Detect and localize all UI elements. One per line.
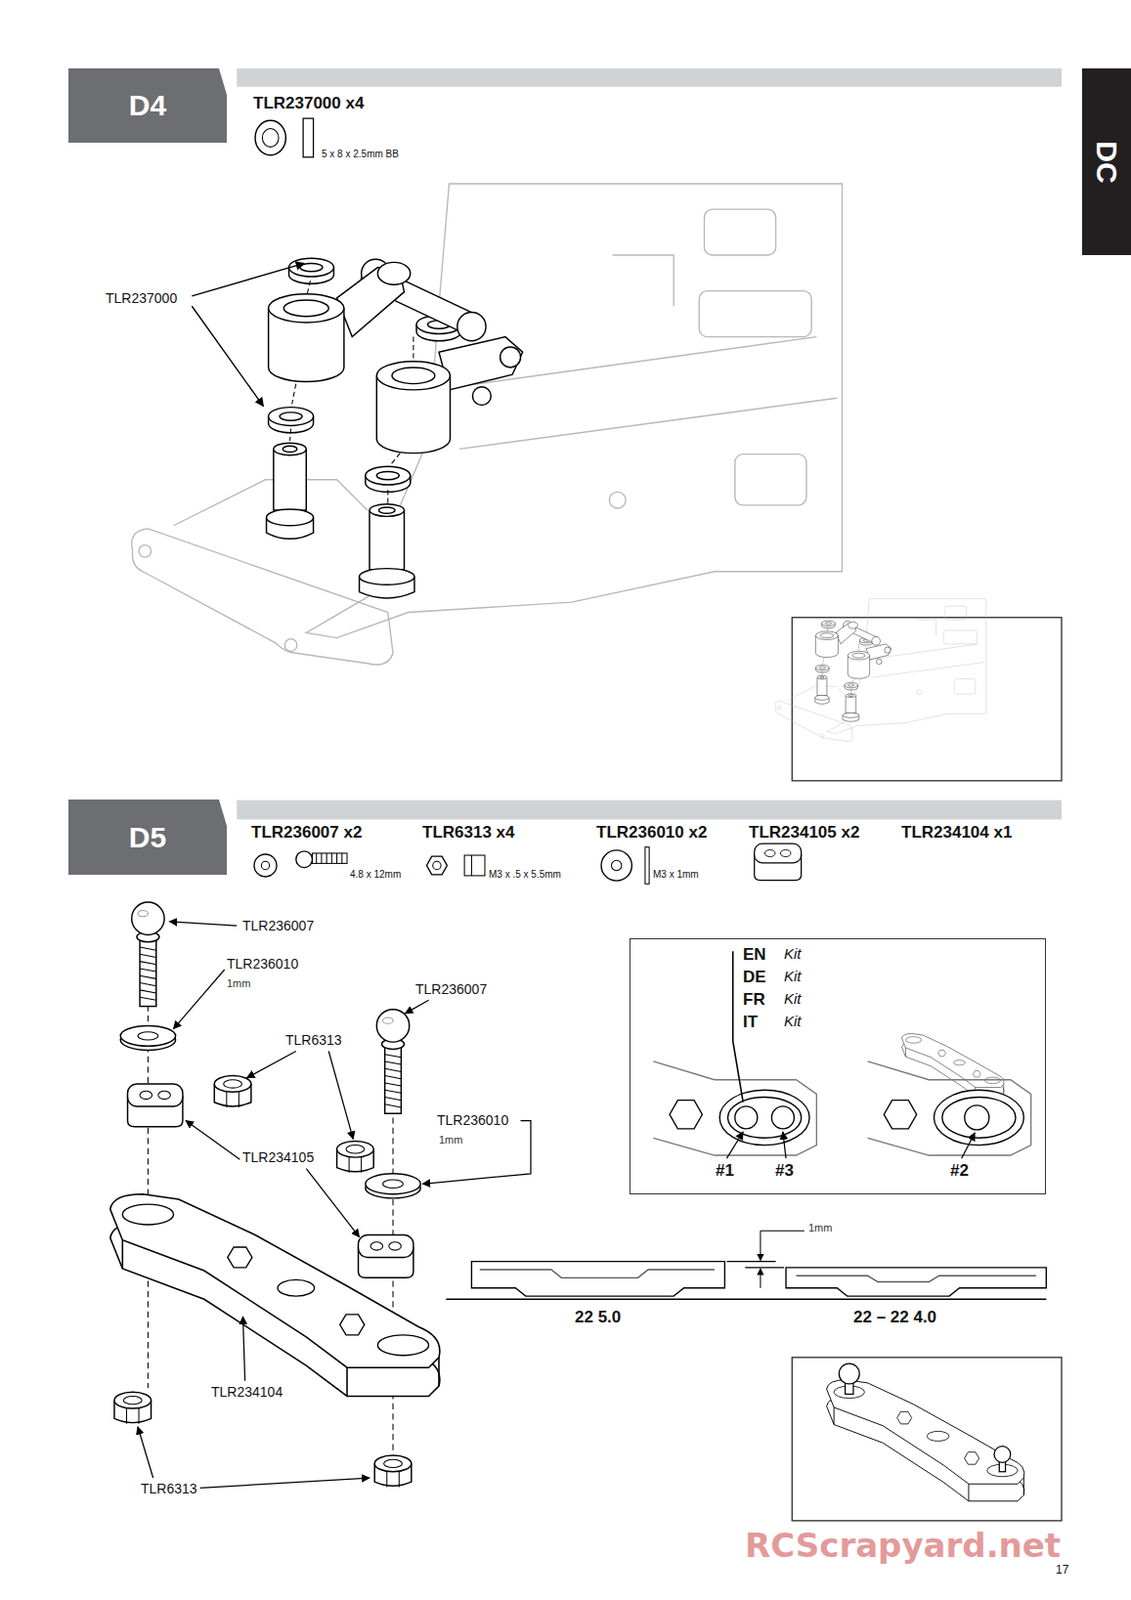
callout-label: TLR234105 (242, 1149, 314, 1166)
callout-label: TLR6313 (285, 1032, 343, 1048)
part-size: 4.8 x 12mm (349, 869, 401, 881)
tab-fill (68, 68, 227, 143)
tab-label: D4 (129, 90, 167, 121)
callout-label: TLR236010 (436, 1112, 509, 1129)
watermark: RCScrapyard.net (744, 1526, 1061, 1566)
part-number: TLR6313 x4 (422, 823, 516, 843)
kit-legend-box: ENKitDEKitFRKitITKit (629, 938, 1046, 1195)
part-number: TLR236007 x2 (251, 823, 362, 843)
language-note: Kit (783, 990, 802, 1007)
section-tab: DC (1082, 68, 1131, 256)
part-size: M3 x 1mm (652, 869, 699, 881)
tab-text-wrap: DC (1082, 68, 1131, 256)
version-label: 22 – 22 4.0 (853, 1307, 937, 1328)
language-code: IT (742, 1012, 758, 1033)
tab-fill (1082, 68, 1131, 256)
callout-label: TLR236007 (242, 917, 314, 934)
callout-label: TLR237000 (105, 290, 177, 306)
position-number: #3 (775, 1161, 794, 1181)
position-number: #1 (715, 1161, 735, 1181)
part-size: M3 x .5 x 5.5mm (488, 869, 562, 881)
dimension: 1mm (438, 1133, 463, 1147)
part-number: TLR234105 x2 (748, 823, 860, 843)
language-note: Kit (783, 1012, 802, 1030)
part-number: TLR236010 x2 (596, 823, 707, 843)
step-header: D4 (68, 68, 227, 143)
language-code: DE (742, 967, 767, 988)
language-code: FR (742, 990, 766, 1010)
step-header: D5 (68, 799, 227, 875)
callout-label: TLR6313 (140, 1480, 198, 1497)
part-number: TLR237000 x4 (253, 93, 364, 114)
tab-text-wrap: D5 (68, 799, 227, 875)
tab-label: D5 (129, 823, 167, 853)
part-size: 5 x 8 x 2.5mm BB (321, 148, 399, 161)
part-number: TLR234104 x1 (901, 823, 1012, 843)
tab-text-wrap: D4 (68, 68, 227, 143)
position-number: #2 (950, 1161, 969, 1181)
dimension: 1mm (226, 977, 251, 991)
dimension: 1mm (808, 1221, 832, 1235)
page-number: 17 (1055, 1564, 1069, 1578)
callout-label: TLR236010 (226, 956, 299, 972)
callout-label: TLR234104 (211, 1384, 283, 1400)
version-label: 22 5.0 (574, 1307, 621, 1328)
tab-label: DC (1091, 140, 1122, 183)
language-code: EN (742, 945, 767, 965)
language-note: Kit (783, 967, 802, 985)
callout-label: TLR236007 (415, 981, 487, 998)
language-note: Kit (783, 945, 802, 962)
tab-fill (68, 799, 227, 875)
